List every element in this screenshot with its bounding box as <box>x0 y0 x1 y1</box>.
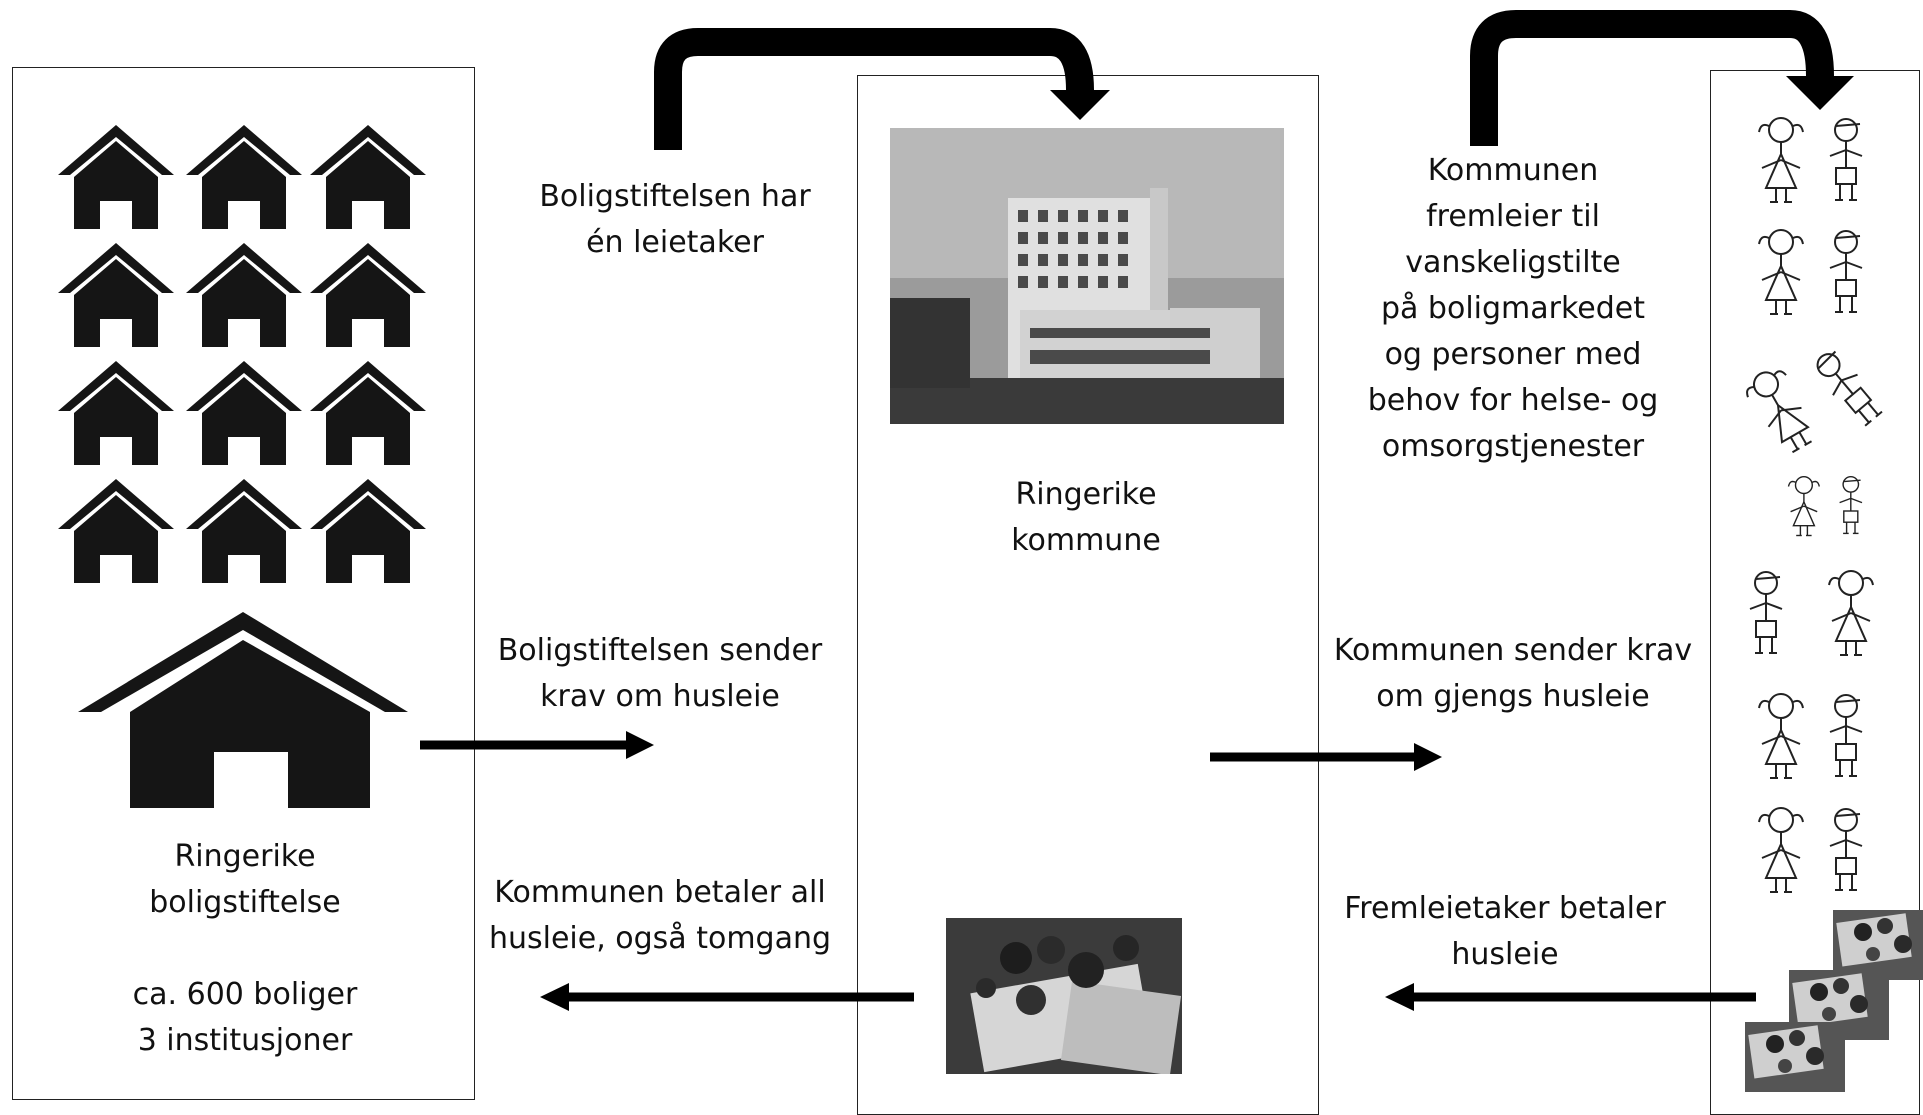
house-icon <box>186 125 302 229</box>
payment-line2: husleie, også tomgang <box>488 921 832 956</box>
tenant-figures <box>1739 117 1887 893</box>
sublet-line2: fremleier til <box>1426 199 1600 234</box>
house-icon <box>310 479 426 583</box>
girl-icon <box>1787 475 1821 537</box>
arrow-municipal-claim <box>1210 743 1442 771</box>
tenant-pays-line1: Fremleietaker betaler <box>1344 891 1666 926</box>
large-house-icon <box>78 612 408 808</box>
kommune-title: Ringerike kommune <box>900 472 1272 564</box>
sublet-line5: og personer med <box>1384 337 1642 372</box>
rent-claim-line1: Boligstiftelsen sender <box>497 633 823 668</box>
house-icon <box>58 361 174 465</box>
house-icon <box>186 479 302 583</box>
house-icon <box>58 243 174 347</box>
house-icon <box>310 361 426 465</box>
boy-icon <box>1838 475 1863 535</box>
municipal-claim-label: Kommunen sender krav om gjengs husleie <box>1315 628 1711 720</box>
girl-icon <box>1758 229 1804 315</box>
town-hall-photo <box>890 128 1284 424</box>
money-icon <box>1833 910 1923 980</box>
sublet-label: Kommunen fremleier til vanskeligstilte p… <box>1330 148 1696 470</box>
tenant-pays-label: Fremleietaker betaler husleie <box>1315 886 1695 978</box>
girl-icon <box>1739 362 1823 459</box>
boy-icon <box>1749 571 1783 654</box>
municipal-claim-line2: om gjengs husleie <box>1376 679 1650 714</box>
kommune-title-line2: kommune <box>1011 523 1161 558</box>
one-tenant-note: Boligstiftelsen har én leietaker <box>510 174 840 266</box>
house-icon <box>310 243 426 347</box>
rent-claim-line2: krav om husleie <box>540 679 780 714</box>
boligstiftelse-count: ca. 600 boliger 3 institusjoner <box>60 972 430 1064</box>
boy-icon <box>1808 345 1887 430</box>
arrow-rent-claim <box>420 731 654 759</box>
house-icon <box>58 479 174 583</box>
money-photo <box>946 918 1182 1074</box>
sublet-line1: Kommunen <box>1427 153 1599 188</box>
sublet-line3: vanskeligstilte <box>1405 245 1621 280</box>
house-grid <box>58 125 426 583</box>
sublet-line6: behov for helse- og <box>1367 383 1659 418</box>
payment-line1: Kommunen betaler all <box>494 875 826 910</box>
house-icon <box>310 125 426 229</box>
girl-icon <box>1758 117 1804 203</box>
housing-count: ca. 600 boliger <box>132 977 358 1012</box>
money-icon <box>1745 1022 1845 1092</box>
girl-icon <box>1758 807 1804 893</box>
kommune-title-line1: Ringerike <box>1015 477 1157 512</box>
sublet-line7: omsorgstjenester <box>1381 429 1645 464</box>
rent-claim-label: Boligstiftelsen sender krav om husleie <box>470 628 850 720</box>
sublet-line4: på boligmarkedet <box>1380 291 1646 326</box>
one-tenant-line1: Boligstiftelsen har <box>539 179 811 214</box>
arrow-payment <box>540 983 914 1011</box>
boy-icon <box>1829 694 1863 777</box>
boligstiftelse-title: Ringerike boligstiftelse <box>60 834 430 926</box>
boligstiftelse-title-line2: boligstiftelse <box>149 885 341 920</box>
curved-arrow-left <box>654 28 1110 150</box>
curved-arrow-right <box>1470 10 1854 146</box>
house-icon <box>186 243 302 347</box>
money-stack <box>1745 910 1923 1092</box>
one-tenant-line2: én leietaker <box>586 225 764 260</box>
house-icon <box>186 361 302 465</box>
girl-icon <box>1758 693 1804 779</box>
boy-icon <box>1829 808 1863 891</box>
boy-icon <box>1829 230 1863 313</box>
tenant-pays-line2: husleie <box>1451 937 1559 972</box>
girl-icon <box>1828 570 1874 656</box>
payment-label: Kommunen betaler all husleie, også tomga… <box>470 870 850 962</box>
municipal-claim-line1: Kommunen sender krav <box>1333 633 1693 668</box>
boy-icon <box>1829 118 1863 201</box>
boligstiftelse-title-line1: Ringerike <box>174 839 316 874</box>
boligstiftelse-box <box>12 67 475 1100</box>
arrow-tenant-pays <box>1385 983 1756 1011</box>
institution-count: 3 institusjoner <box>137 1023 353 1058</box>
house-icon <box>58 125 174 229</box>
